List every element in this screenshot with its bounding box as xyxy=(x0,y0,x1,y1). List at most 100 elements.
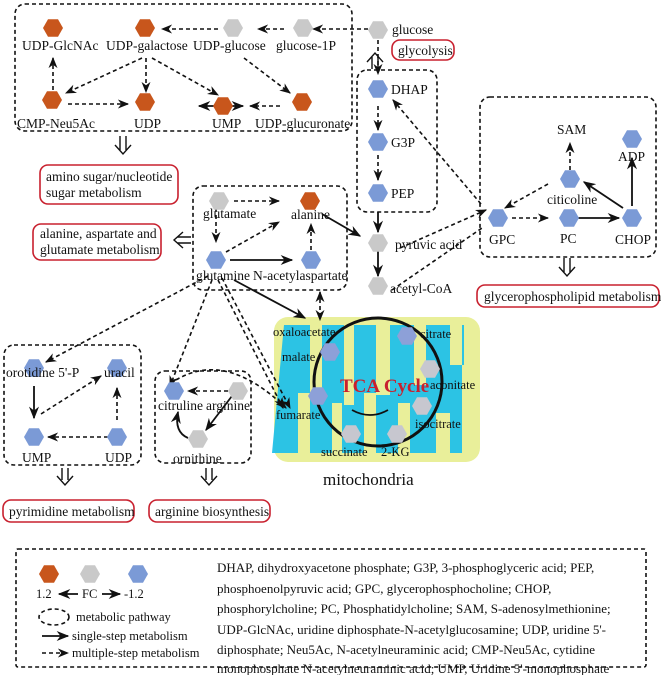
legend-up-hex xyxy=(39,565,59,583)
label-dhap: DHAP xyxy=(391,82,428,97)
label-citicoline: citicoline xyxy=(547,192,597,207)
svg-text:glycolysis: glycolysis xyxy=(398,43,453,58)
node-udp-bottom xyxy=(107,428,127,446)
label-n-acetylaspartate: N-acetylaspartate xyxy=(253,268,347,283)
label-ump-top: UMP xyxy=(212,116,241,131)
label-glutamine: glutamine xyxy=(196,268,250,283)
label-citrate: citrate xyxy=(420,327,452,341)
node-chop xyxy=(622,209,642,227)
glycerophospholipid-box xyxy=(479,96,657,258)
legend-multiple-step: multiple-step metabolism xyxy=(72,646,200,660)
pathway-arginine: arginine biosynthesis xyxy=(148,499,271,523)
pyrimidine-box xyxy=(3,344,142,466)
abbreviations: DHAP, dihydroxyacetone phosphate; G3P, 3… xyxy=(217,560,611,675)
legend-fc-label: FC xyxy=(82,587,97,601)
svg-text:DHAP, dihydroxyacetone phospha: DHAP, dihydroxyacetone phosphate; G3P, 3… xyxy=(217,560,594,575)
svg-text:arginine biosynthesis: arginine biosynthesis xyxy=(155,504,269,519)
node-pyruvic-acid xyxy=(368,234,388,252)
node-g3p xyxy=(368,133,388,151)
label-fumarate: fumarate xyxy=(276,408,321,422)
mitochondria-label: mitochondria xyxy=(323,470,414,489)
glycolysis-box xyxy=(356,69,438,213)
node-pep xyxy=(368,184,388,202)
label-pc: PC xyxy=(560,231,577,246)
node-udp-glucose xyxy=(223,19,243,37)
label-alanine: alanine xyxy=(291,207,330,222)
pathway-ala-asp-glu: alanine, aspartate and glutamate metabol… xyxy=(32,223,162,261)
label-udp-glucose: UDP-glucose xyxy=(193,38,266,53)
label-chop: CHOP xyxy=(615,232,651,247)
svg-text:amino sugar/nucleotide: amino sugar/nucleotide xyxy=(46,169,172,184)
pathway-glycolysis: glycolysis xyxy=(391,39,455,61)
node-udp-glucuronate xyxy=(292,93,312,111)
svg-text:alanine, aspartate and: alanine, aspartate and xyxy=(40,226,157,241)
label-sam: SAM xyxy=(557,122,586,137)
node-glucose xyxy=(368,21,388,39)
node-citicoline xyxy=(560,170,580,188)
node-udp-glcnac xyxy=(43,19,63,37)
label-succinate: succinate xyxy=(321,445,368,459)
pathway-amino-sugar: amino sugar/nucleotide sugar metabolism xyxy=(39,164,179,205)
pathway-pyrimidine: pyrimidine metabolism xyxy=(2,499,135,523)
node-udp-top xyxy=(135,93,155,111)
pathway-link-arrows xyxy=(56,51,576,487)
tca-cycle-label: TCA Cycle xyxy=(340,376,429,397)
node-ump-bottom xyxy=(24,428,44,446)
label-cmp-neu5ac: CMP-Neu5Ac xyxy=(17,116,95,131)
node-adp xyxy=(622,130,642,148)
label-adp: ADP xyxy=(618,149,645,164)
label-udp-galactose: UDP-galactose xyxy=(106,38,188,53)
label-aconitate: aconitate xyxy=(430,378,476,392)
svg-text:glycerophospholipid metabolism: glycerophospholipid metabolism xyxy=(484,289,661,304)
legend-box xyxy=(15,548,647,668)
label-glutamate: glutamate xyxy=(203,206,256,221)
node-ump-top xyxy=(213,97,233,115)
label-glucose: glucose xyxy=(392,22,433,37)
label-citruline: citruline xyxy=(158,398,203,413)
single-step-edges xyxy=(28,100,638,439)
legend-fc-up: 1.2 xyxy=(36,587,52,601)
svg-text:diphosphate; Neu5Ac, N-acetyl: diphosphate; Neu5Ac, N-acetylneuraminic … xyxy=(217,642,595,657)
node-udp-galactose xyxy=(135,19,155,37)
label-udp-top: UDP xyxy=(134,116,161,131)
label-udp-glucuronate: UDP-glucuronate xyxy=(255,116,350,131)
label-isocitrate: isocitrate xyxy=(415,417,461,431)
node-glutamine xyxy=(206,251,226,269)
label-oxaloacetate: oxaloacetate xyxy=(273,325,336,339)
label-uracil: uracil xyxy=(104,365,135,380)
svg-text:pyrimidine metabolism: pyrimidine metabolism xyxy=(9,504,135,519)
legend-metabolic-pathway: metabolic pathway xyxy=(76,610,172,624)
label-g3p: G3P xyxy=(391,135,415,150)
svg-text:glutamate metabolism: glutamate metabolism xyxy=(40,242,160,257)
node-gpc xyxy=(488,209,508,227)
label-malate: malate xyxy=(282,350,316,364)
label-2kg: 2-KG xyxy=(381,445,409,459)
ala-asp-glu-box xyxy=(192,185,348,291)
node-cmp-neu5ac xyxy=(42,91,62,109)
label-orotidine: orotidine 5'-P xyxy=(6,365,79,380)
svg-text:monophosphate N-acetylneuramin: monophosphate N-acetylneuraminic acid; U… xyxy=(217,661,609,675)
node-n-acetylaspartate xyxy=(301,251,321,269)
svg-text:UDP-GlcNAc, uridine diphosphat: UDP-GlcNAc, uridine diphosphate-N-acetyl… xyxy=(217,622,606,637)
multiple-step-edges xyxy=(40,24,575,442)
node-pc xyxy=(559,209,579,227)
amino-sugar-box xyxy=(14,3,353,132)
label-udp-glcnac: UDP-GlcNAc xyxy=(22,38,99,53)
node-dhap xyxy=(368,80,388,98)
label-pyruvic-acid: pyruvic acid xyxy=(395,237,462,252)
label-glucose-1p: glucose-1P xyxy=(276,38,336,53)
node-glucose-1p xyxy=(293,19,313,37)
label-udp-bottom: UDP xyxy=(105,450,132,465)
pathway-glycerophospholipid: glycerophospholipid metabolism xyxy=(476,284,661,308)
svg-text:phosphorylcholine; PC, Phospha: phosphorylcholine; PC, Phosphatidylcholi… xyxy=(217,601,611,616)
label-gpc: GPC xyxy=(489,232,515,247)
legend: 1.2 FC -1.2 metabolic pathway single-ste… xyxy=(36,565,200,660)
label-pep: PEP xyxy=(391,186,414,201)
label-ornithine: ornithine xyxy=(173,451,222,466)
legend-single-step: single-step metabolism xyxy=(72,629,188,643)
node-ornithine xyxy=(188,430,208,448)
node-acetyl-coa xyxy=(368,277,388,295)
legend-down-hex xyxy=(128,565,148,583)
svg-text:sugar metabolism: sugar metabolism xyxy=(46,185,142,200)
